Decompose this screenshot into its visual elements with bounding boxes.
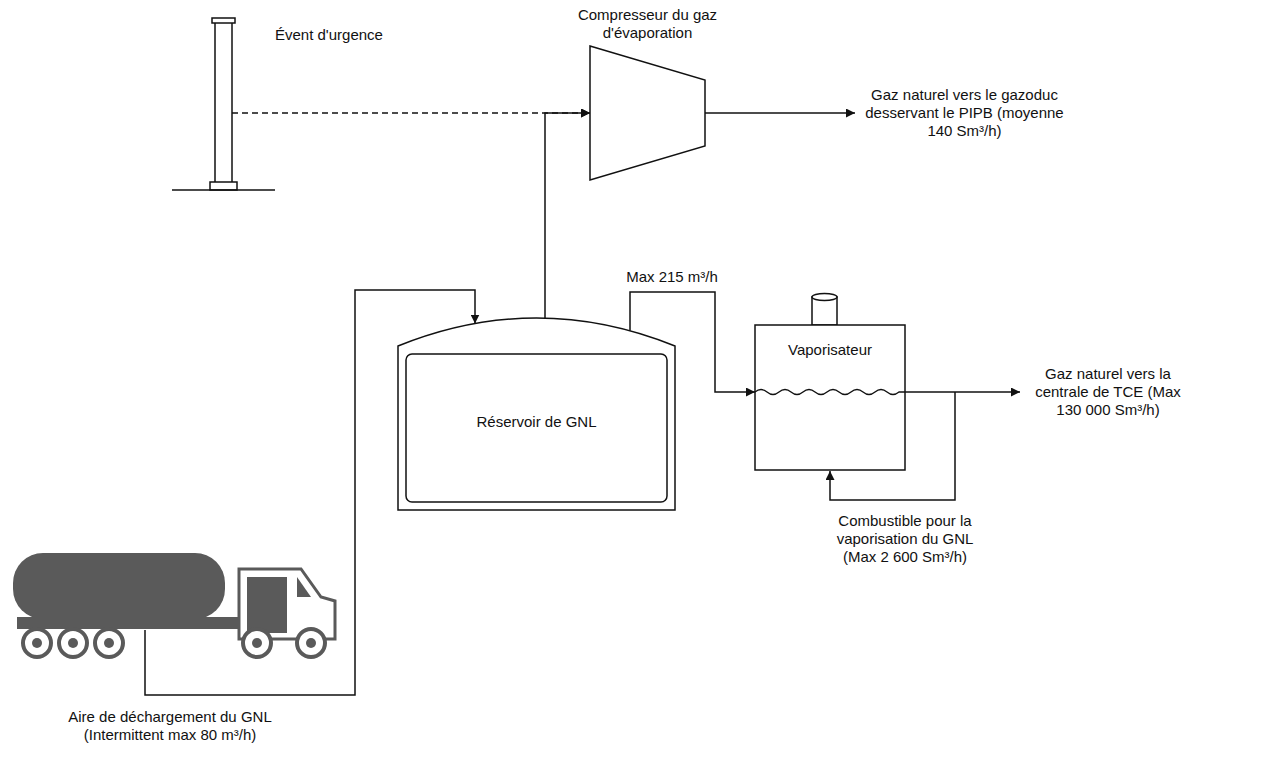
node-label: Compresseur du gaz d'évaporation	[545, 6, 750, 42]
truck-tank	[13, 553, 225, 619]
node-label: Réservoir de GNL	[398, 413, 675, 431]
wheel-hub	[104, 638, 114, 648]
storage-tank: Réservoir de GNL	[398, 318, 675, 510]
wheel-hub	[68, 638, 78, 648]
wheel-hub	[306, 638, 316, 648]
ground-line	[172, 189, 275, 191]
node-label: Vaporisateur	[755, 341, 905, 359]
outlet-arrow	[905, 391, 1020, 393]
wheel-hub	[32, 638, 42, 648]
truck-window	[297, 577, 311, 597]
vent-dashed-line	[232, 112, 590, 114]
truck-wheel	[95, 629, 123, 657]
truck-cab-side	[247, 577, 287, 633]
flow-label: Combustible pour la vaporisation du GNL …	[825, 512, 985, 566]
flow-rate-label: Max 215 m³/h	[623, 268, 721, 286]
compressor-symbol: Compresseur du gaz d'évaporation	[590, 46, 705, 180]
vaporiser-stack-top	[812, 294, 837, 301]
vent-stack-shape	[172, 18, 275, 192]
truck-wheel	[59, 629, 87, 657]
vaporiser-outline	[755, 325, 905, 470]
node-label: Évent d'urgence	[275, 26, 383, 44]
truck-wheel	[243, 629, 271, 657]
flow-label: Gaz naturel vers le gazoduc desservant l…	[862, 86, 1067, 140]
truck-chassis	[17, 617, 239, 629]
compressor-symbol-shape	[590, 46, 705, 180]
vaporiser-box: Vaporisateur	[755, 325, 905, 470]
compressor-outline	[590, 46, 705, 180]
pipe-connector	[545, 113, 590, 318]
liquid-surface	[755, 390, 905, 395]
truck-wheel	[297, 629, 325, 657]
flow-label: Gaz naturel vers la centrale de TCE (Max…	[1028, 365, 1188, 419]
outlet-arrow	[705, 112, 855, 114]
tank-outer-wall	[398, 318, 675, 510]
wheel-hub	[252, 638, 262, 648]
tanker-truck-shape	[5, 545, 340, 660]
node-label: Aire de déchargement du GNL (Intermitten…	[45, 708, 295, 744]
tanker-truck: Aire de déchargement du GNL (Intermitten…	[5, 545, 340, 660]
vent-cap	[212, 18, 235, 23]
vent-foot	[210, 182, 237, 190]
vent-stack: Évent d'urgence	[172, 18, 275, 192]
vent-pipe	[215, 22, 232, 184]
truck-wheel	[23, 629, 51, 657]
